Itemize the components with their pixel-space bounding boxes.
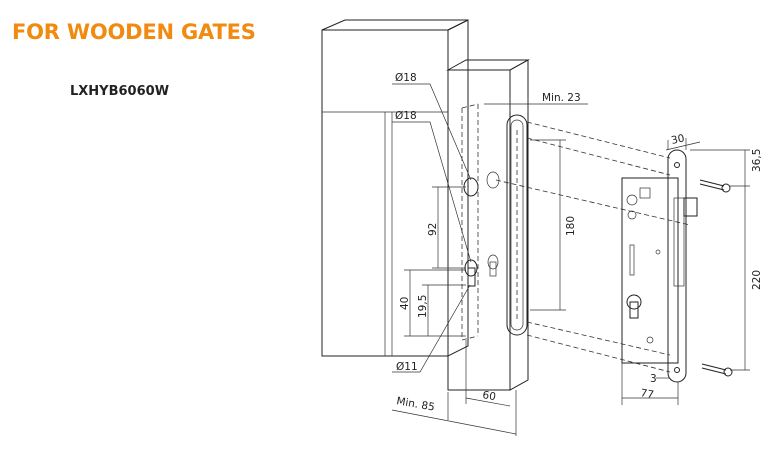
dim-19-5: 19,5 [417, 295, 429, 318]
gate-profile [446, 59, 530, 391]
screws [699, 179, 733, 377]
product-code: LXHYB6060W [70, 84, 170, 99]
dim-3: 3 [650, 373, 657, 385]
dim-min23: Min. 23 [542, 92, 581, 104]
dim-30: 30 [670, 132, 686, 147]
dim-d11: Ø11 [396, 361, 418, 373]
dim-d18-second: Ø18 [395, 110, 417, 122]
wooden-post [321, 19, 469, 357]
dim-40: 40 [399, 297, 411, 310]
dim-36-5: 36,5 [751, 149, 763, 172]
dim-92: 92 [427, 223, 439, 236]
dim-220: 220 [751, 270, 763, 290]
dimension-labels: Ø18 Ø18 Min. 23 92 180 40 19,5 Ø11 Min. … [395, 72, 763, 414]
dim-min85: Min. 85 [395, 395, 435, 414]
lock-case [621, 149, 698, 383]
page-title: FOR WOODEN GATES [12, 20, 256, 44]
dim-d18-top: Ø18 [395, 72, 417, 84]
dim-77: 77 [639, 387, 654, 401]
projection-lines [495, 121, 691, 373]
dim-180: 180 [565, 216, 577, 236]
dimension-lines [391, 83, 750, 436]
dim-60: 60 [481, 389, 496, 403]
